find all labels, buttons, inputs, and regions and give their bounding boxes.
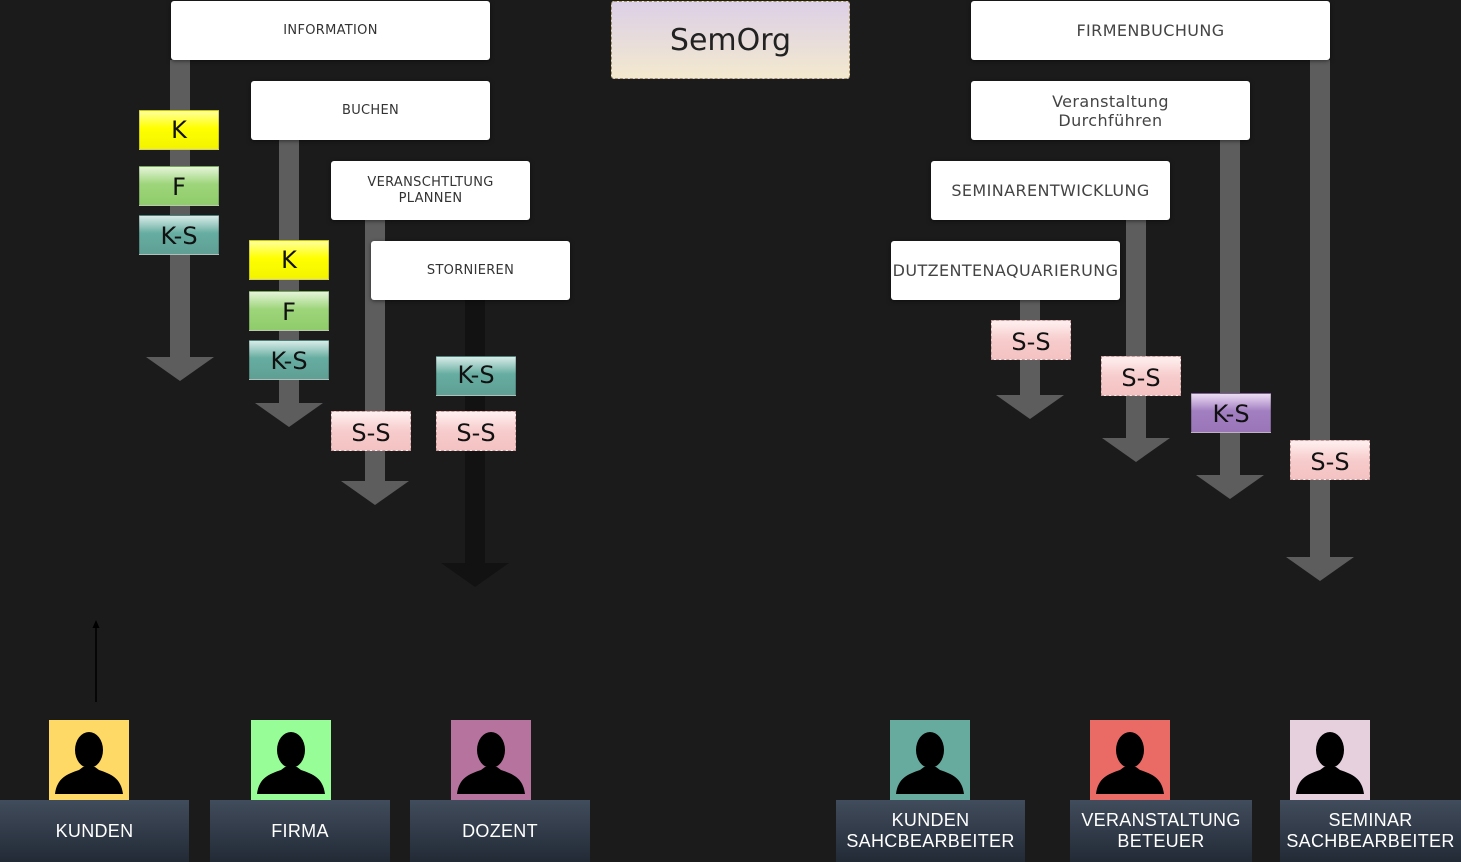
tag-kunden: K (249, 240, 329, 280)
tag-kunden-sachbearbeiter: K-S (1191, 393, 1271, 433)
arrow-entwicklung-head (1102, 438, 1170, 462)
tag-seminar-sachbearbeiter: S-S (1101, 356, 1181, 396)
arrow-planen-head (341, 481, 409, 505)
arrow-stornieren-head (441, 563, 509, 587)
person-silhouette-icon (457, 732, 525, 794)
tag-kunden-sachbearbeiter: K-S (249, 340, 329, 380)
tag-seminar-sachbearbeiter: S-S (1290, 440, 1370, 480)
tag-label: K-S (1212, 400, 1250, 428)
actor-dozent-avatar[interactable] (451, 720, 531, 800)
tag-kunden: K (139, 110, 219, 150)
use-case-firmenbuchung[interactable]: FIRMENBUCHUNG (971, 1, 1330, 60)
arrow-firmenbuchung-shaft (1310, 60, 1330, 558)
actor-kunden-avatar[interactable] (49, 720, 129, 800)
use-case-information[interactable]: INFORMATION (171, 1, 490, 60)
actor-seminar-sachbearbeiter-label: SEMINAR SACHBEARBEITER (1280, 800, 1461, 862)
arrow-buchen-head (255, 403, 323, 427)
actor-firma-avatar[interactable] (251, 720, 331, 800)
tag-label: K-S (270, 347, 308, 375)
tag-seminar-sachbearbeiter: S-S (331, 411, 411, 451)
arrow-entwicklung-shaft (1126, 220, 1146, 439)
actor-kunden-sachbearbeiter-avatar[interactable] (890, 720, 970, 800)
tag-kunden-sachbearbeiter: K-S (436, 356, 516, 396)
tag-seminar-sachbearbeiter: S-S (436, 411, 516, 451)
actor-seminar-sachbearbeiter-avatar[interactable] (1290, 720, 1370, 800)
actor-kunden-sachbearbeiter-label: KUNDEN SAHCBEARBEITER (836, 800, 1025, 862)
actor-veranstaltung-betreuer-label: VERANSTALTUNG BETEUER (1070, 800, 1252, 862)
person-silhouette-icon (257, 732, 325, 794)
person-silhouette-icon (55, 732, 123, 794)
page-title: SemOrg (611, 1, 850, 79)
kunden-up-arrow (92, 620, 100, 702)
use-case-buchen[interactable]: BUCHEN (251, 81, 490, 140)
tag-label: K-S (160, 222, 198, 250)
tag-label: K-S (457, 361, 495, 389)
arrow-durchfuehren-shaft (1220, 140, 1240, 476)
tag-firma: F (249, 291, 329, 331)
person-silhouette-icon (1296, 732, 1364, 794)
arrow-durchfuehren-head (1196, 475, 1264, 499)
arrow-information-head (146, 357, 214, 381)
arrow-information-shaft (170, 60, 190, 358)
use-case-veranstaltung-planen[interactable]: VERANSCHTLTUNG PLANNEN (331, 161, 530, 220)
use-case-seminarentwicklung[interactable]: SEMINARENTWICKLUNG (931, 161, 1170, 220)
use-case-dozentenaquarierung[interactable]: DUTZENTENAQUARIERUNG (891, 241, 1120, 300)
use-case-veranstaltung-durchfuehren[interactable]: Veranstaltung Durchführen (971, 81, 1250, 140)
arrow-firmenbuchung-head (1286, 557, 1354, 581)
actor-firma-label: FIRMA (210, 800, 390, 862)
tag-firma: F (139, 166, 219, 206)
tag-seminar-sachbearbeiter: S-S (991, 320, 1071, 360)
actor-veranstaltung-betreuer-avatar[interactable] (1090, 720, 1170, 800)
arrow-dozenten-head (996, 395, 1064, 419)
actor-dozent-label: DOZENT (410, 800, 590, 862)
use-case-stornieren[interactable]: STORNIEREN (371, 241, 570, 300)
person-silhouette-icon (896, 732, 964, 794)
actor-kunden-label: KUNDEN (0, 800, 189, 862)
person-silhouette-icon (1096, 732, 1164, 794)
tag-kunden-sachbearbeiter: K-S (139, 215, 219, 255)
